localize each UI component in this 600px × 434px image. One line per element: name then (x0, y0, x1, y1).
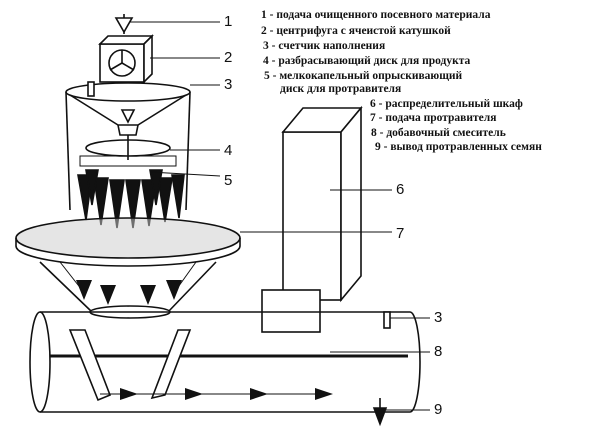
legend-6: 6 - распределительный шкаф (370, 98, 523, 110)
callout-5: 5 (224, 172, 233, 189)
legend-5: 5 - мелкокапельный опрыскивающий (264, 70, 463, 82)
upper-hopper (65, 81, 191, 211)
legend-7: 7 - подача протравителя (370, 112, 497, 124)
legend-9: 9 - вывод протравленных семян (375, 141, 542, 153)
mixer-trough (29, 311, 421, 427)
spreading-disc (79, 135, 177, 167)
spray-cones (77, 169, 185, 229)
callout-2: 2 (224, 49, 233, 66)
legend-1: 1 - подача очищенного посевного материал… (261, 9, 491, 21)
legend-5-cont: диск для протравителя (280, 83, 402, 95)
callout-7: 7 (396, 225, 405, 242)
callout-8: 8 (434, 343, 443, 360)
callout-9: 9 (434, 401, 443, 418)
feed-arrow (114, 14, 134, 34)
leader-lines (130, 21, 430, 411)
legend-2: 2 - центрифуга с ячеистой катушкой (261, 25, 451, 37)
distribution-cabinet (281, 105, 363, 303)
lower-cone (39, 261, 217, 319)
callout-1: 1 (224, 13, 233, 30)
legend-8: 8 - добавочный смеситель (371, 127, 506, 139)
callout-6: 6 (396, 181, 405, 198)
callout-3b: 3 (434, 309, 443, 326)
legend-3: 3 - счетчик наполнения (263, 40, 386, 52)
callout-4: 4 (224, 142, 233, 159)
callout-3: 3 (224, 76, 233, 93)
legend-4: 4 - разбрасывающий диск для продукта (263, 55, 471, 67)
large-disc (15, 217, 241, 267)
treatment-feed-pipe (240, 231, 392, 333)
centrifuge-box (98, 34, 154, 84)
